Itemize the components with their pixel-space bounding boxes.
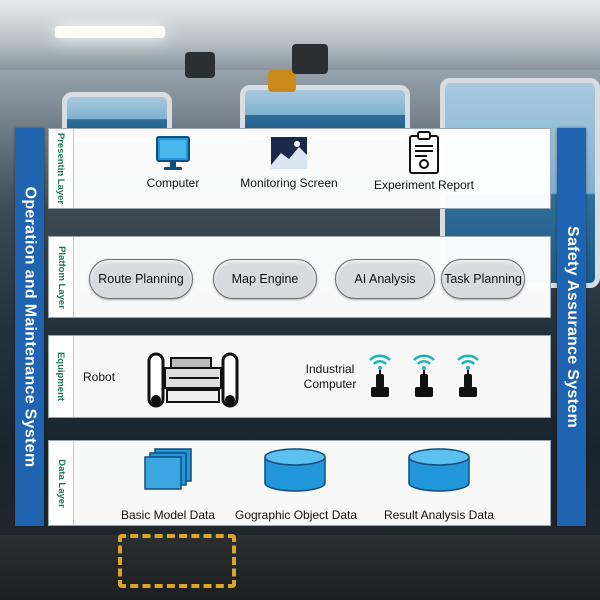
safety-assurance-bar: Safety Assurance System [557, 128, 586, 526]
robot-label: Robot [83, 370, 116, 384]
report-icon [409, 131, 439, 174]
computer-label: Computer [146, 176, 200, 190]
screen-icon [271, 137, 307, 169]
wireless-sensor-icon [413, 354, 435, 397]
monitor-icon [156, 136, 190, 170]
result-analysis-data-label: Result Analysis Data [383, 508, 495, 522]
task-planning-module: Task Planning [441, 259, 525, 299]
computer-item: Computer [143, 135, 203, 190]
layer-label: Platfom Layer [49, 237, 74, 317]
experiment-report-item: Experiment Report [369, 131, 479, 192]
map-engine-module: Map Engine [213, 259, 317, 299]
result-analysis-data-item: Result Analysis Data [379, 447, 499, 522]
layer-label: Data Layer [49, 441, 74, 525]
stacked-documents-icon [144, 448, 192, 490]
data-layer: Data Layer Basic Model Data Gographic Ob… [48, 440, 551, 526]
ai-analysis-module: AI Analysis [335, 259, 435, 299]
basic-model-data-label: Basic Model Data [120, 508, 216, 522]
monitoring-screen-label: Monitoring Screen [240, 176, 338, 190]
route-planning-module: Route Planning [89, 259, 193, 299]
operation-maintenance-label: Operation and Maintenance System [21, 186, 39, 468]
wireless-sensor-icon [369, 354, 391, 397]
database-icon [408, 448, 470, 492]
experiment-report-label: Experiment Report [373, 178, 475, 192]
layer-label: Presentin Layer [49, 129, 74, 208]
monitoring-screen-item: Monitoring Screen [239, 135, 339, 190]
equipment-layer: Equipment Robot Industrial Computer [48, 335, 551, 418]
database-icon [264, 448, 326, 492]
tracked-robot-icon [147, 352, 239, 408]
operation-maintenance-bar: Operation and Maintenance System [15, 128, 44, 526]
ceiling-light [55, 26, 165, 38]
camera-device [185, 52, 215, 78]
basic-model-data-item: Basic Model Data [103, 447, 233, 522]
presentation-layer: Presentin Layer Computer Monitoring Scre… [48, 128, 551, 209]
deck-hatch [118, 534, 236, 588]
camera-device [292, 44, 328, 74]
deck-floor [0, 535, 600, 600]
layer-label: Equipment [49, 336, 74, 417]
platform-layer: Platfom Layer Route Planning Map Engine … [48, 236, 551, 318]
camera-device [268, 70, 296, 92]
geographic-object-data-label: Gographic Object Data [235, 508, 358, 522]
safety-assurance-label: Safety Assurance System [563, 226, 581, 428]
industrial-computer-label: Industrial Computer [303, 362, 357, 391]
wireless-sensor-icon [457, 354, 479, 397]
geographic-object-data-item: Gographic Object Data [235, 447, 358, 522]
